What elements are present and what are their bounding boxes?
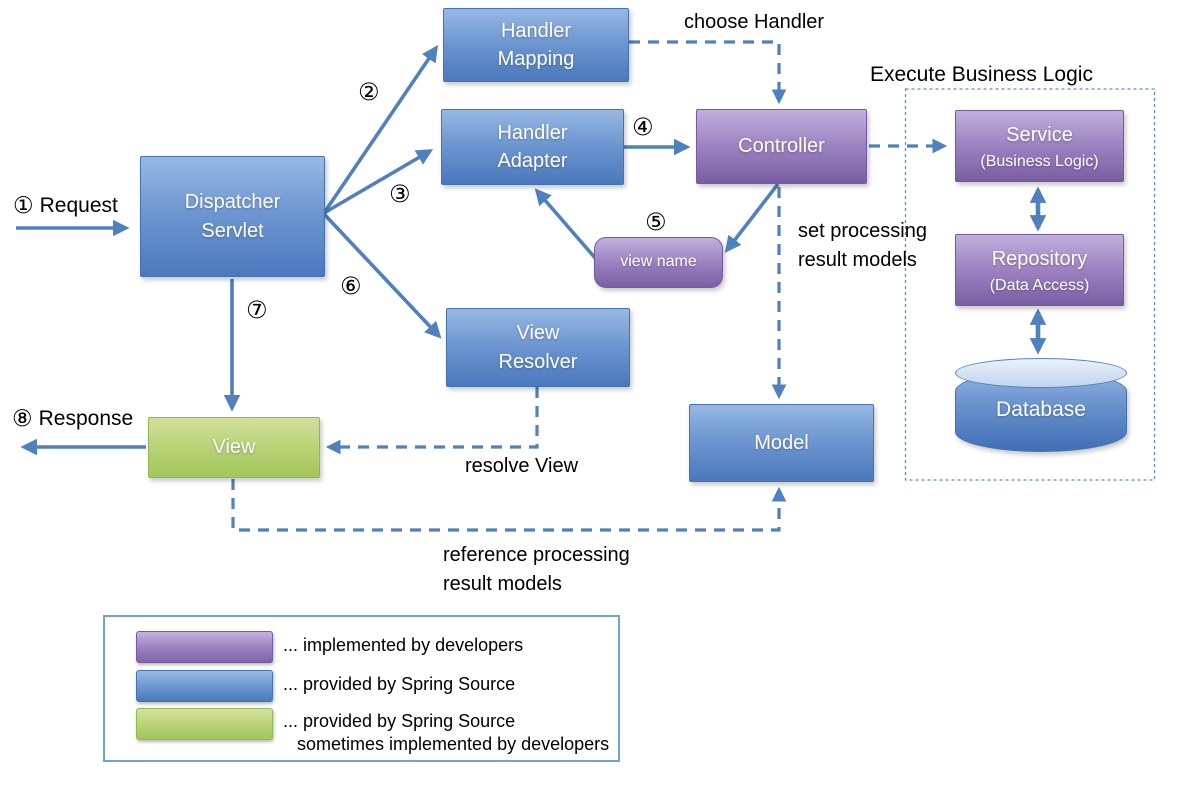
step5-badge: ⑤ <box>645 208 667 236</box>
legend-swatch-provided-by-spring <box>136 670 273 702</box>
legend-text-provided-sometimes-line2: sometimes implemented by developers <box>297 734 610 754</box>
handler-mapping-label-line2: Mapping <box>497 48 575 70</box>
step8-badge: ⑧ <box>12 406 33 432</box>
node-database: Database <box>955 358 1127 452</box>
view-resolver-label-line2: Resolver <box>498 350 578 373</box>
controller-label: Controller <box>738 135 825 158</box>
step6-badge: ⑥ <box>340 272 362 300</box>
legend-text-provided: ... provided by Spring Source <box>283 674 516 694</box>
execute-business-logic-label: Execute Business Logic <box>870 63 1093 86</box>
handler-adapter-label-line2: Adapter <box>497 150 568 172</box>
dashed-view-to-model <box>231 479 787 532</box>
node-repository: Repository (Data Access) <box>955 234 1124 306</box>
response-text: Response <box>38 407 134 430</box>
arrow-controller-to-view-name <box>724 182 780 253</box>
business-logic-boundary <box>904 88 1156 481</box>
node-dispatcher-servlet: Dispatcher Servlet <box>140 156 325 277</box>
legend-box: ... implemented by developers ... provid… <box>103 615 620 762</box>
legend-text-implemented: ... implemented by developers <box>283 635 524 655</box>
reference-processing-label: reference processing result models <box>443 541 630 599</box>
step3-badge: ③ <box>389 180 411 208</box>
service-label: Service <box>1006 124 1073 147</box>
set-processing-line2: result models <box>798 249 917 271</box>
step1-badge: ① <box>13 193 34 219</box>
legend-swatch-implemented-by-developers <box>136 631 273 663</box>
node-view: View <box>148 417 320 478</box>
node-handler-adapter: Handler Adapter <box>441 109 624 185</box>
model-label: Model <box>754 431 809 454</box>
request-text: Request <box>39 194 118 217</box>
reference-processing-line2: result models <box>443 573 562 595</box>
dashed-choose-handler <box>629 40 787 105</box>
arrow-step2-dispatcher-to-handler-mapping <box>322 45 439 215</box>
node-service: Service (Business Logic) <box>955 110 1124 182</box>
view-label: View <box>212 436 256 459</box>
node-handler-mapping: Handler Mapping <box>443 8 629 82</box>
step2-badge: ② <box>358 78 380 106</box>
arrow-step3-dispatcher-to-handler-adapter <box>323 149 434 215</box>
handler-adapter-label-line1: Handler <box>497 121 568 144</box>
database-cylinder-top <box>955 358 1127 388</box>
set-processing-label: set processing result models <box>798 217 927 275</box>
step7-badge: ⑦ <box>246 296 268 324</box>
node-model: Model <box>689 404 874 482</box>
database-label: Database <box>996 398 1086 421</box>
view-resolver-label-line1: View <box>516 322 560 345</box>
service-sublabel: (Business Logic) <box>980 152 1099 170</box>
view-name-label: view name <box>620 253 697 271</box>
resolve-view-label: resolve View <box>465 455 579 477</box>
dispatcher-label-line1: Dispatcher <box>184 191 281 214</box>
legend-text-provided-sometimes-line1: ... provided by Spring Source <box>283 711 516 731</box>
legend-swatch-provided-sometimes-implemented <box>136 708 273 740</box>
handler-mapping-label-line1: Handler <box>500 19 572 42</box>
node-view-resolver: View Resolver <box>446 308 630 387</box>
repository-label: Repository <box>991 248 1088 271</box>
repository-sublabel: (Data Access) <box>989 276 1090 294</box>
choose-handler-label: choose Handler <box>684 11 825 33</box>
step4-badge: ④ <box>632 113 654 141</box>
node-controller: Controller <box>696 109 867 184</box>
set-processing-line1: set processing <box>798 220 927 242</box>
reference-processing-line1: reference processing <box>443 544 630 566</box>
dashed-resolver-to-view <box>325 387 539 455</box>
arrow-view-name-to-handler-adapter <box>534 188 598 261</box>
arrow-step6-dispatcher-to-view-resolver <box>322 212 442 339</box>
dispatcher-label-line2: Servlet <box>201 219 264 242</box>
node-view-name: view name <box>594 237 723 288</box>
